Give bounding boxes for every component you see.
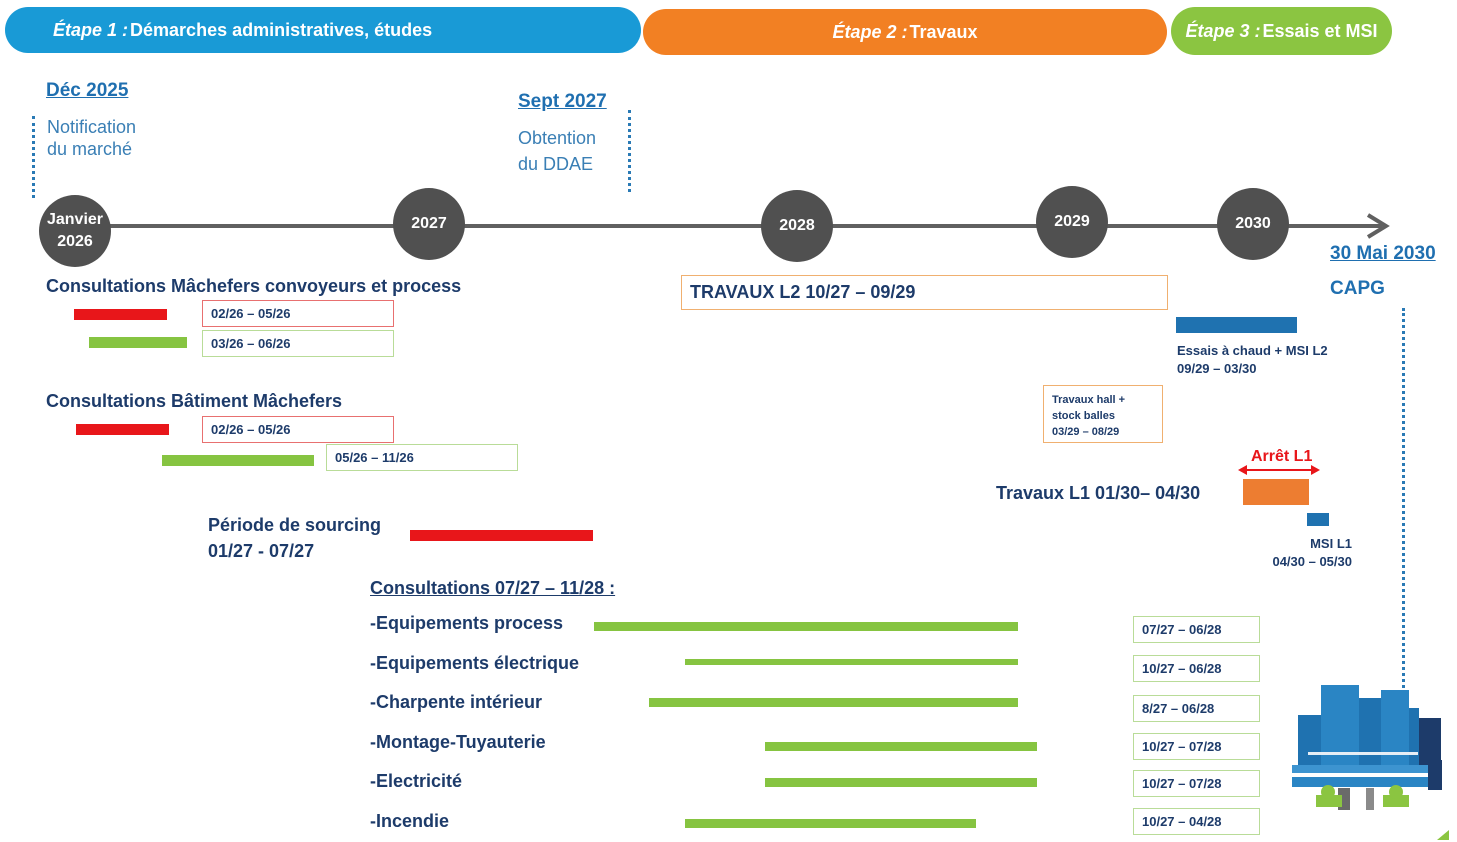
timeline-node-jan-2026-line1: Janvier	[46, 211, 104, 228]
consultation-item-label: -Equipements process	[370, 613, 564, 633]
msi-l1-line2: 04/30 – 05/30	[1272, 554, 1352, 569]
group1-title: Consultations Mâchefers convoyeurs et pr…	[46, 276, 462, 296]
consultation-item-dates: 10/27 – 04/28	[1133, 808, 1260, 835]
group2-green-bar	[162, 455, 314, 466]
milestone-may-2030-label: CAPG	[1330, 278, 1385, 299]
timeline-node-2028: 2028	[761, 190, 833, 262]
essais-msi-l2-label: Essais à chaud + MSI L2 09/29 – 03/30	[1177, 342, 1328, 378]
consultation-item-bar	[765, 742, 1037, 751]
phase-2-number: Étape 2 :	[832, 21, 908, 42]
timeline-node-2027: 2027	[393, 188, 465, 260]
milestone-dec-2025-line2: du marché	[47, 139, 133, 159]
consultation-item-bar	[649, 698, 1018, 707]
consultation-item-bar	[594, 622, 1018, 631]
milestone-dec-2025-date: Déc 2025	[46, 80, 129, 101]
consultation-item-bar	[685, 659, 1018, 665]
travaux-l2-box: TRAVAUX L2 10/27 – 09/29	[681, 275, 1168, 310]
consultation-item-dates: 10/27 – 06/28	[1133, 655, 1260, 682]
timeline-node-2029: 2029	[1036, 186, 1108, 258]
phase-3-label: Essais et MSI	[1262, 20, 1378, 41]
consultation-item-label: -Electricité	[370, 771, 463, 791]
group2-red-bar	[76, 424, 169, 435]
milestone-dec-2025-text: Notification du marché	[47, 116, 136, 160]
milestone-sept-2027-line1: Obtention	[518, 128, 597, 148]
corner-accent	[1437, 830, 1449, 840]
msi-l1-bar	[1307, 513, 1329, 526]
milestone-sept-2027-dots	[628, 110, 631, 192]
timeline-node-jan-2026-line2: 2026	[57, 233, 93, 250]
sourcing-label: Période de sourcing 01/27 - 07/27	[208, 512, 381, 564]
phase-1-banner: Étape 1 : Démarches administratives, étu…	[5, 7, 641, 53]
milestone-dec-2025-dots	[32, 116, 35, 198]
travaux-hall-line1: Travaux hall +	[1052, 394, 1126, 406]
incineration-plant-icon	[1292, 685, 1442, 810]
consultation-item-label: -Incendie	[370, 811, 450, 831]
travaux-l1-label: Travaux L1 01/30– 04/30	[996, 483, 1201, 503]
sourcing-line2: 01/27 - 07/27	[208, 541, 315, 561]
phase-1-number: Étape 1 :	[53, 19, 129, 40]
group2-title: Consultations Bâtiment Mâchefers	[46, 391, 343, 411]
consultation-item-dates: 10/27 – 07/28	[1133, 770, 1260, 797]
msi-l1-line1: MSI L1	[1310, 536, 1352, 551]
group1-green-dates: 03/26 – 06/26	[202, 330, 394, 357]
essais-msi-l2-line2: 09/29 – 03/30	[1177, 361, 1257, 376]
timeline-node-2030: 2030	[1217, 188, 1289, 260]
group1-green-bar	[89, 337, 187, 348]
milestone-sept-2027-line2: du DDAE	[518, 154, 594, 174]
msi-l1-label: MSI L1 04/30 – 05/30	[1259, 535, 1352, 571]
travaux-l1-bar	[1243, 479, 1309, 505]
consultations-title: Consultations 07/27 – 11/28 :	[370, 578, 616, 598]
sourcing-line1: Période de sourcing	[208, 515, 382, 535]
travaux-hall-line2: stock balles	[1052, 410, 1115, 422]
milestone-sept-2027-date: Sept 2027	[518, 91, 607, 112]
phase-2-banner: Étape 2 : Travaux	[643, 9, 1167, 55]
consultation-item-dates: 8/27 – 06/28	[1133, 695, 1260, 722]
milestone-dec-2025-line1: Notification	[47, 117, 137, 137]
travaux-hall-box: Travaux hall + stock balles 03/29 – 08/2…	[1043, 385, 1163, 443]
consultation-item-label: -Equipements électrique	[370, 653, 580, 673]
consultation-item-dates: 07/27 – 06/28	[1133, 616, 1260, 643]
group1-red-dates: 02/26 – 05/26	[202, 300, 394, 327]
sourcing-bar	[410, 530, 593, 541]
timeline-node-jan-2026: Janvier 2026	[39, 195, 111, 267]
consultation-item-label: -Montage-Tuyauterie	[370, 732, 546, 752]
essais-msi-l2-bar	[1176, 317, 1297, 333]
consultation-item-dates: 10/27 – 07/28	[1133, 733, 1260, 760]
travaux-hall-line3: 03/29 – 08/29	[1052, 426, 1120, 438]
milestone-sept-2027-text: Obtention du DDAE	[518, 125, 596, 177]
consultation-item-label: -Charpente intérieur	[370, 692, 543, 712]
phase-3-number: Étape 3 :	[1185, 20, 1261, 41]
arret-l1-arrow	[1238, 465, 1320, 475]
group2-red-dates: 02/26 – 05/26	[202, 416, 394, 443]
consultation-item-bar	[765, 778, 1037, 787]
milestone-may-2030-date: 30 Mai 2030	[1330, 243, 1436, 264]
phase-1-label: Démarches administratives, études	[130, 19, 433, 40]
group1-red-bar	[74, 309, 167, 320]
phase-3-banner: Étape 3 : Essais et MSI	[1171, 7, 1392, 55]
phase-2-label: Travaux	[909, 21, 978, 42]
arret-l1-label: Arrêt L1	[1251, 448, 1313, 465]
consultation-item-bar	[685, 819, 976, 828]
essais-msi-l2-line1: Essais à chaud + MSI L2	[1177, 343, 1328, 358]
milestone-may-2030-dots	[1402, 308, 1405, 688]
group2-green-dates: 05/26 – 11/26	[326, 444, 518, 471]
